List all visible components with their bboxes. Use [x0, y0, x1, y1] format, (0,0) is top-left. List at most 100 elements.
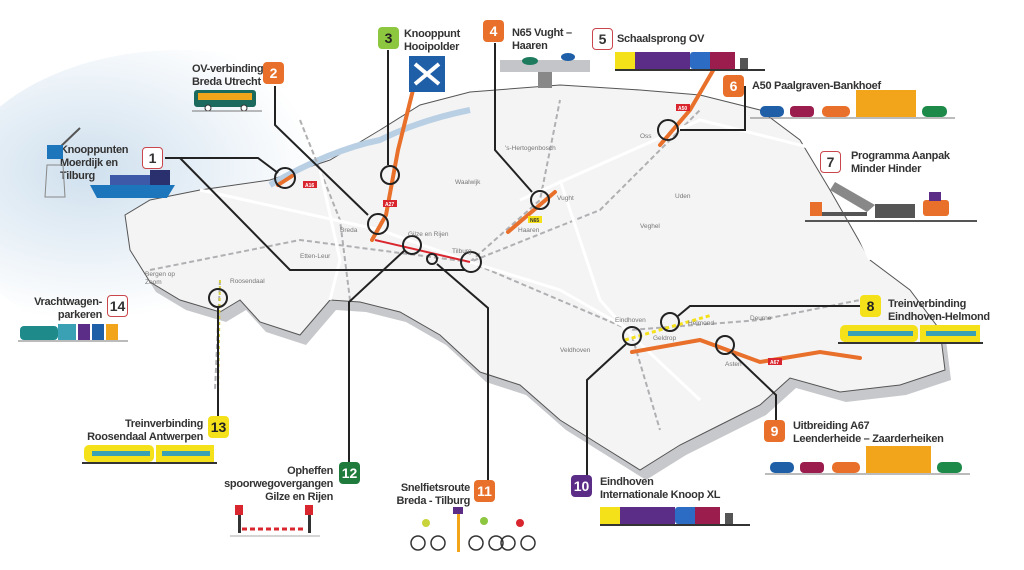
label-line: spoorwegovergangen: [224, 478, 333, 490]
label-line: Treinverbinding: [888, 298, 967, 310]
bike-route: [374, 239, 471, 263]
label-line: Schaalsprong OV: [617, 33, 705, 45]
train-icon: [82, 445, 217, 464]
traffic-icon: [750, 90, 955, 119]
label-line: parkeren: [57, 309, 102, 321]
a27-route: [370, 88, 415, 242]
train-icon: [838, 325, 983, 344]
city-label: Gilze en Rijen: [408, 231, 449, 238]
project-badge-11[interactable]: 11: [474, 480, 495, 502]
label-line: OV-verbinding: [192, 63, 264, 75]
label-line: Opheffen: [287, 465, 333, 477]
city-label: Breda: [340, 227, 358, 234]
label-line: Hooipolder: [404, 41, 460, 53]
label-line: Knooppunt: [404, 28, 460, 40]
city-label: Zoom: [145, 279, 162, 286]
project-badge-4[interactable]: 4: [483, 20, 504, 42]
project-badge-2[interactable]: 2: [263, 62, 284, 84]
river: [268, 107, 471, 188]
city-label: Etten-Leur: [300, 253, 331, 260]
province-outline: [124, 84, 946, 471]
interchange-sign-icon: [409, 56, 445, 92]
city-label: Waalwijk: [455, 179, 481, 186]
moerdijk-route: [276, 174, 294, 187]
label-line: Programma Aanpak: [851, 150, 950, 162]
city-label: Haaren: [518, 227, 540, 234]
rail-roosendaal-antwerpen: [217, 279, 221, 396]
project-label-6[interactable]: A50 Paalgraven-Bankhoef: [752, 80, 881, 93]
roads: [199, 118, 872, 402]
project-badge-3[interactable]: 3: [378, 27, 399, 49]
project-badge-5[interactable]: 5: [592, 28, 613, 50]
project-badge-8[interactable]: 8: [860, 295, 881, 317]
project-label-5[interactable]: Schaalsprong OV: [617, 33, 705, 46]
label-line: N65 Vught –: [512, 27, 572, 39]
label-line: Breda - Tilburg: [396, 495, 470, 507]
bus-icon: [192, 90, 262, 112]
label-line: Moerdijk en: [60, 157, 118, 169]
road-shield: A16: [305, 183, 314, 189]
project-badge-12[interactable]: 12: [339, 462, 360, 484]
project-markers: [208, 119, 735, 355]
city-label: Eindhoven: [615, 317, 646, 324]
overpass-icon: [500, 53, 590, 88]
label-line: Leenderheide – Zaarderheiken: [793, 433, 944, 445]
a67-route: [630, 337, 862, 365]
city-label: Geldrop: [653, 335, 677, 342]
label-line: Eindhoven: [600, 476, 654, 488]
label-line: Vrachtwagen-: [34, 296, 102, 308]
label-line: A50 Paalgraven-Bankhoef: [752, 80, 881, 92]
project-badge-7[interactable]: 7: [820, 151, 841, 173]
project-badge-14[interactable]: 14: [107, 295, 128, 317]
road-shield: N65: [530, 218, 539, 224]
label-line: Treinverbinding: [124, 418, 203, 430]
label-line: Haaren: [512, 40, 548, 52]
label-line: Internationale Knoop XL: [600, 489, 721, 501]
label-line: Knooppunten: [60, 144, 129, 156]
city-labels: Breda Gilze en Rijen Tilburg Etten-Leur …: [145, 133, 772, 368]
label-line: Breda Utrecht: [192, 76, 261, 88]
road-shield: A67: [770, 360, 779, 366]
label-line: Snelfietsroute: [400, 482, 470, 494]
city-label: 's-Hertogenbosch: [505, 145, 556, 152]
city-label: Helmond: [688, 320, 714, 327]
city-label: Uden: [675, 193, 691, 200]
label-line: Uitbreiding A67: [793, 420, 870, 432]
traffic-icon: [765, 446, 970, 475]
project-badge-13[interactable]: 13: [208, 416, 229, 438]
label-line: Minder Hinder: [851, 163, 922, 175]
project-label-4[interactable]: N65 Vught –Haaren: [512, 27, 572, 53]
level-crossing-icon: [230, 505, 320, 537]
city-label: Deurne: [750, 315, 772, 322]
crane-ship-icon: [44, 127, 175, 198]
road-shield: A50: [678, 106, 687, 112]
city-label: Veghel: [640, 223, 660, 230]
roadworks-icon: [805, 182, 977, 222]
city-label: Bergen op: [145, 271, 175, 278]
city-label: Vught: [557, 195, 574, 202]
city-label: Tilburg: [452, 248, 472, 255]
city-label: Oss: [640, 133, 652, 140]
label-line: Tilburg: [60, 170, 95, 182]
project-badge-6[interactable]: 6: [723, 75, 744, 97]
road-shield: A27: [385, 202, 394, 208]
project-badge-1[interactable]: 1: [142, 147, 163, 169]
train-bus-icon: [600, 507, 750, 526]
leader-lines: [165, 43, 880, 490]
project-badge-10[interactable]: 10: [571, 475, 592, 497]
bicycles-icon: [410, 507, 536, 552]
city-label: Veldhoven: [560, 347, 591, 354]
project-badge-9[interactable]: 9: [764, 420, 785, 442]
project-label-14[interactable]: Vrachtwagen-parkeren: [20, 296, 102, 322]
